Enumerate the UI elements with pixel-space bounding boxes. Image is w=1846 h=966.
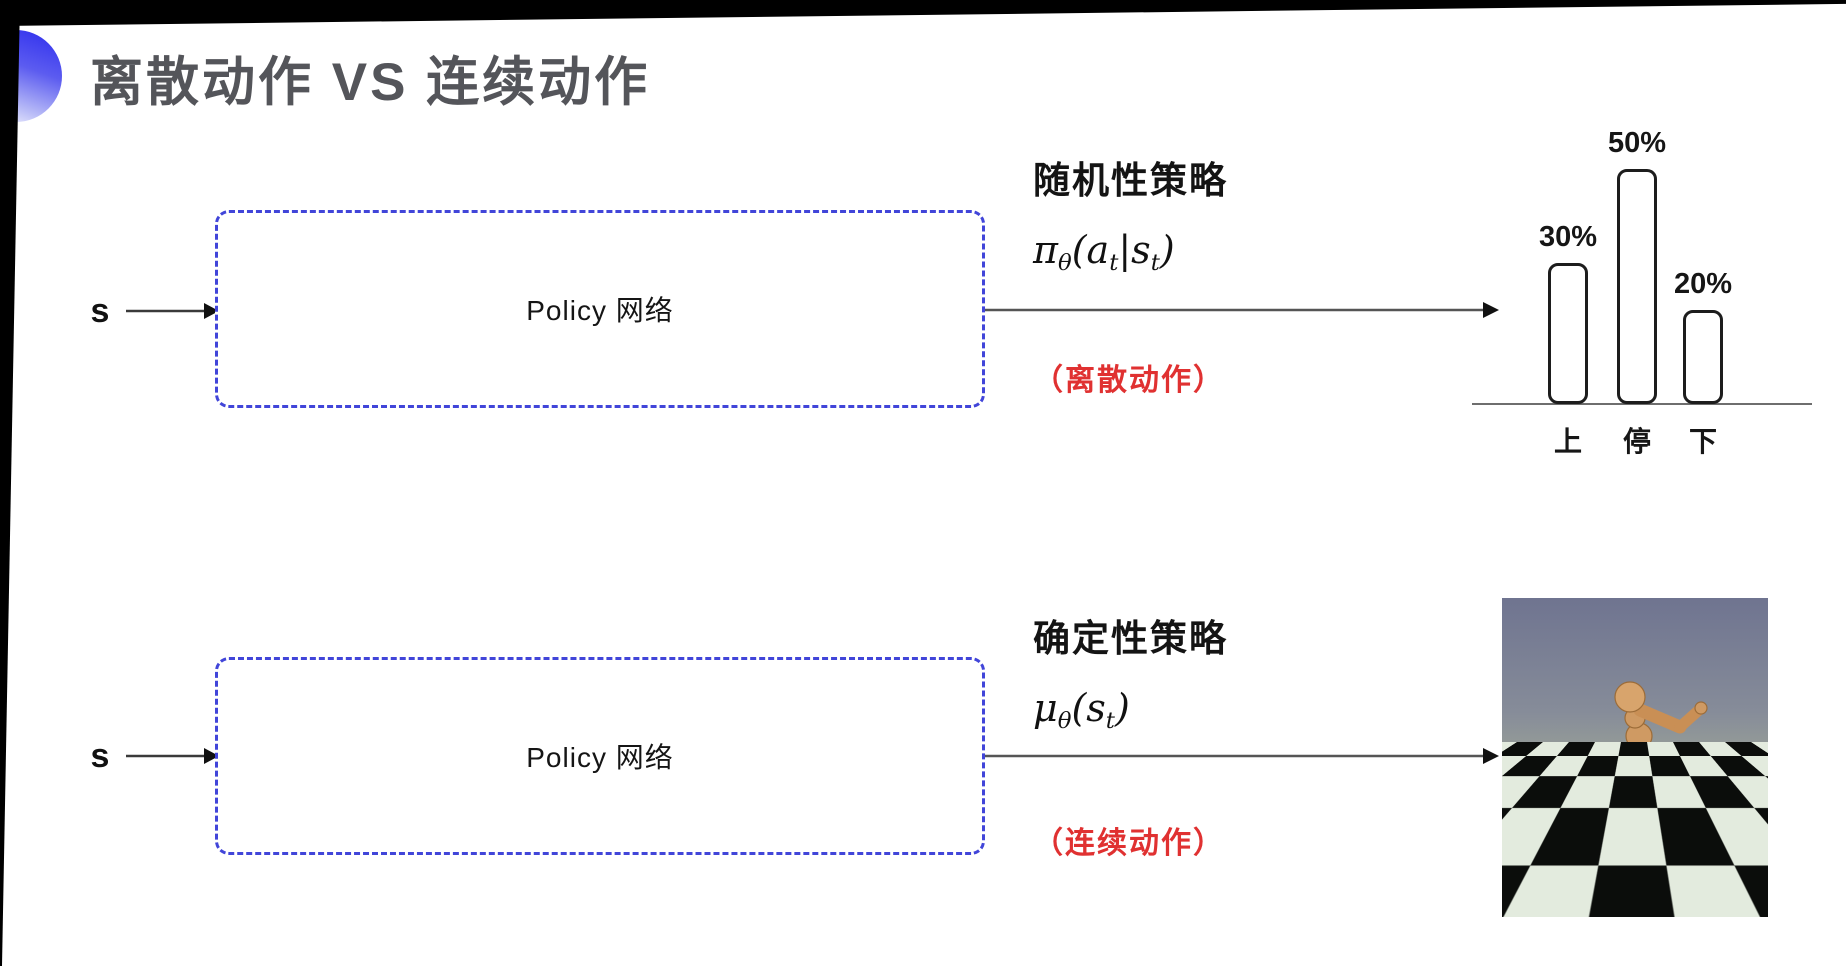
stochastic-policy-title: 随机性策略 (1033, 160, 1228, 201)
arrow-policy-to-distribution (985, 302, 1499, 318)
bar-value-label: 20% (1673, 268, 1733, 300)
bar-category-label: 上 (1553, 426, 1582, 457)
bar-chart-baseline (1472, 403, 1812, 405)
bar (1617, 169, 1657, 404)
bar-value-label: 50% (1607, 127, 1667, 159)
discrete-action-note: （离散动作） (1033, 364, 1225, 397)
bar (1683, 310, 1723, 404)
arrow-policy-to-robot (985, 748, 1499, 764)
bar-category-label: 停 (1622, 426, 1651, 457)
bar-category-label: 下 (1688, 426, 1717, 457)
continuous-action-note: （连续动作） (1033, 827, 1225, 860)
stochastic-annotations: 随机性策略 πθ(at|st) （离散动作） 确定性策略 μθ(st) （连续动… (1033, 0, 1453, 966)
video-frame-left-edge (0, 0, 20, 966)
state-input-label-top: s (90, 292, 110, 330)
video-frame-top-edge (0, 0, 1846, 26)
state-input-label-bottom: s (90, 737, 110, 775)
bar-value-label: 30% (1538, 221, 1598, 253)
arrow-s-to-policy-top (126, 303, 219, 319)
policy-network-box-top: Policy 网络 (215, 210, 985, 408)
humanoid-figure (1583, 681, 1708, 864)
arrow-s-to-policy-bottom (126, 748, 219, 764)
policy-network-box-bottom: Policy 网络 (215, 657, 985, 855)
bar-column: 50% (1605, 127, 1669, 404)
bar-column: 20% (1671, 268, 1735, 404)
page-title: 离散动作 VS 连续动作 (90, 53, 651, 112)
deterministic-policy-formula: μθ(st) (1033, 686, 1130, 734)
bar-chart: 30% 上 50% 停 20% 下 (1470, 100, 1820, 470)
stochastic-policy-formula: πθ(at|st) (1033, 228, 1175, 276)
bar-column: 30% (1536, 221, 1600, 404)
bar (1548, 263, 1588, 404)
humanoid-robot-image (1502, 598, 1768, 917)
deterministic-policy-title: 确定性策略 (1033, 618, 1228, 659)
